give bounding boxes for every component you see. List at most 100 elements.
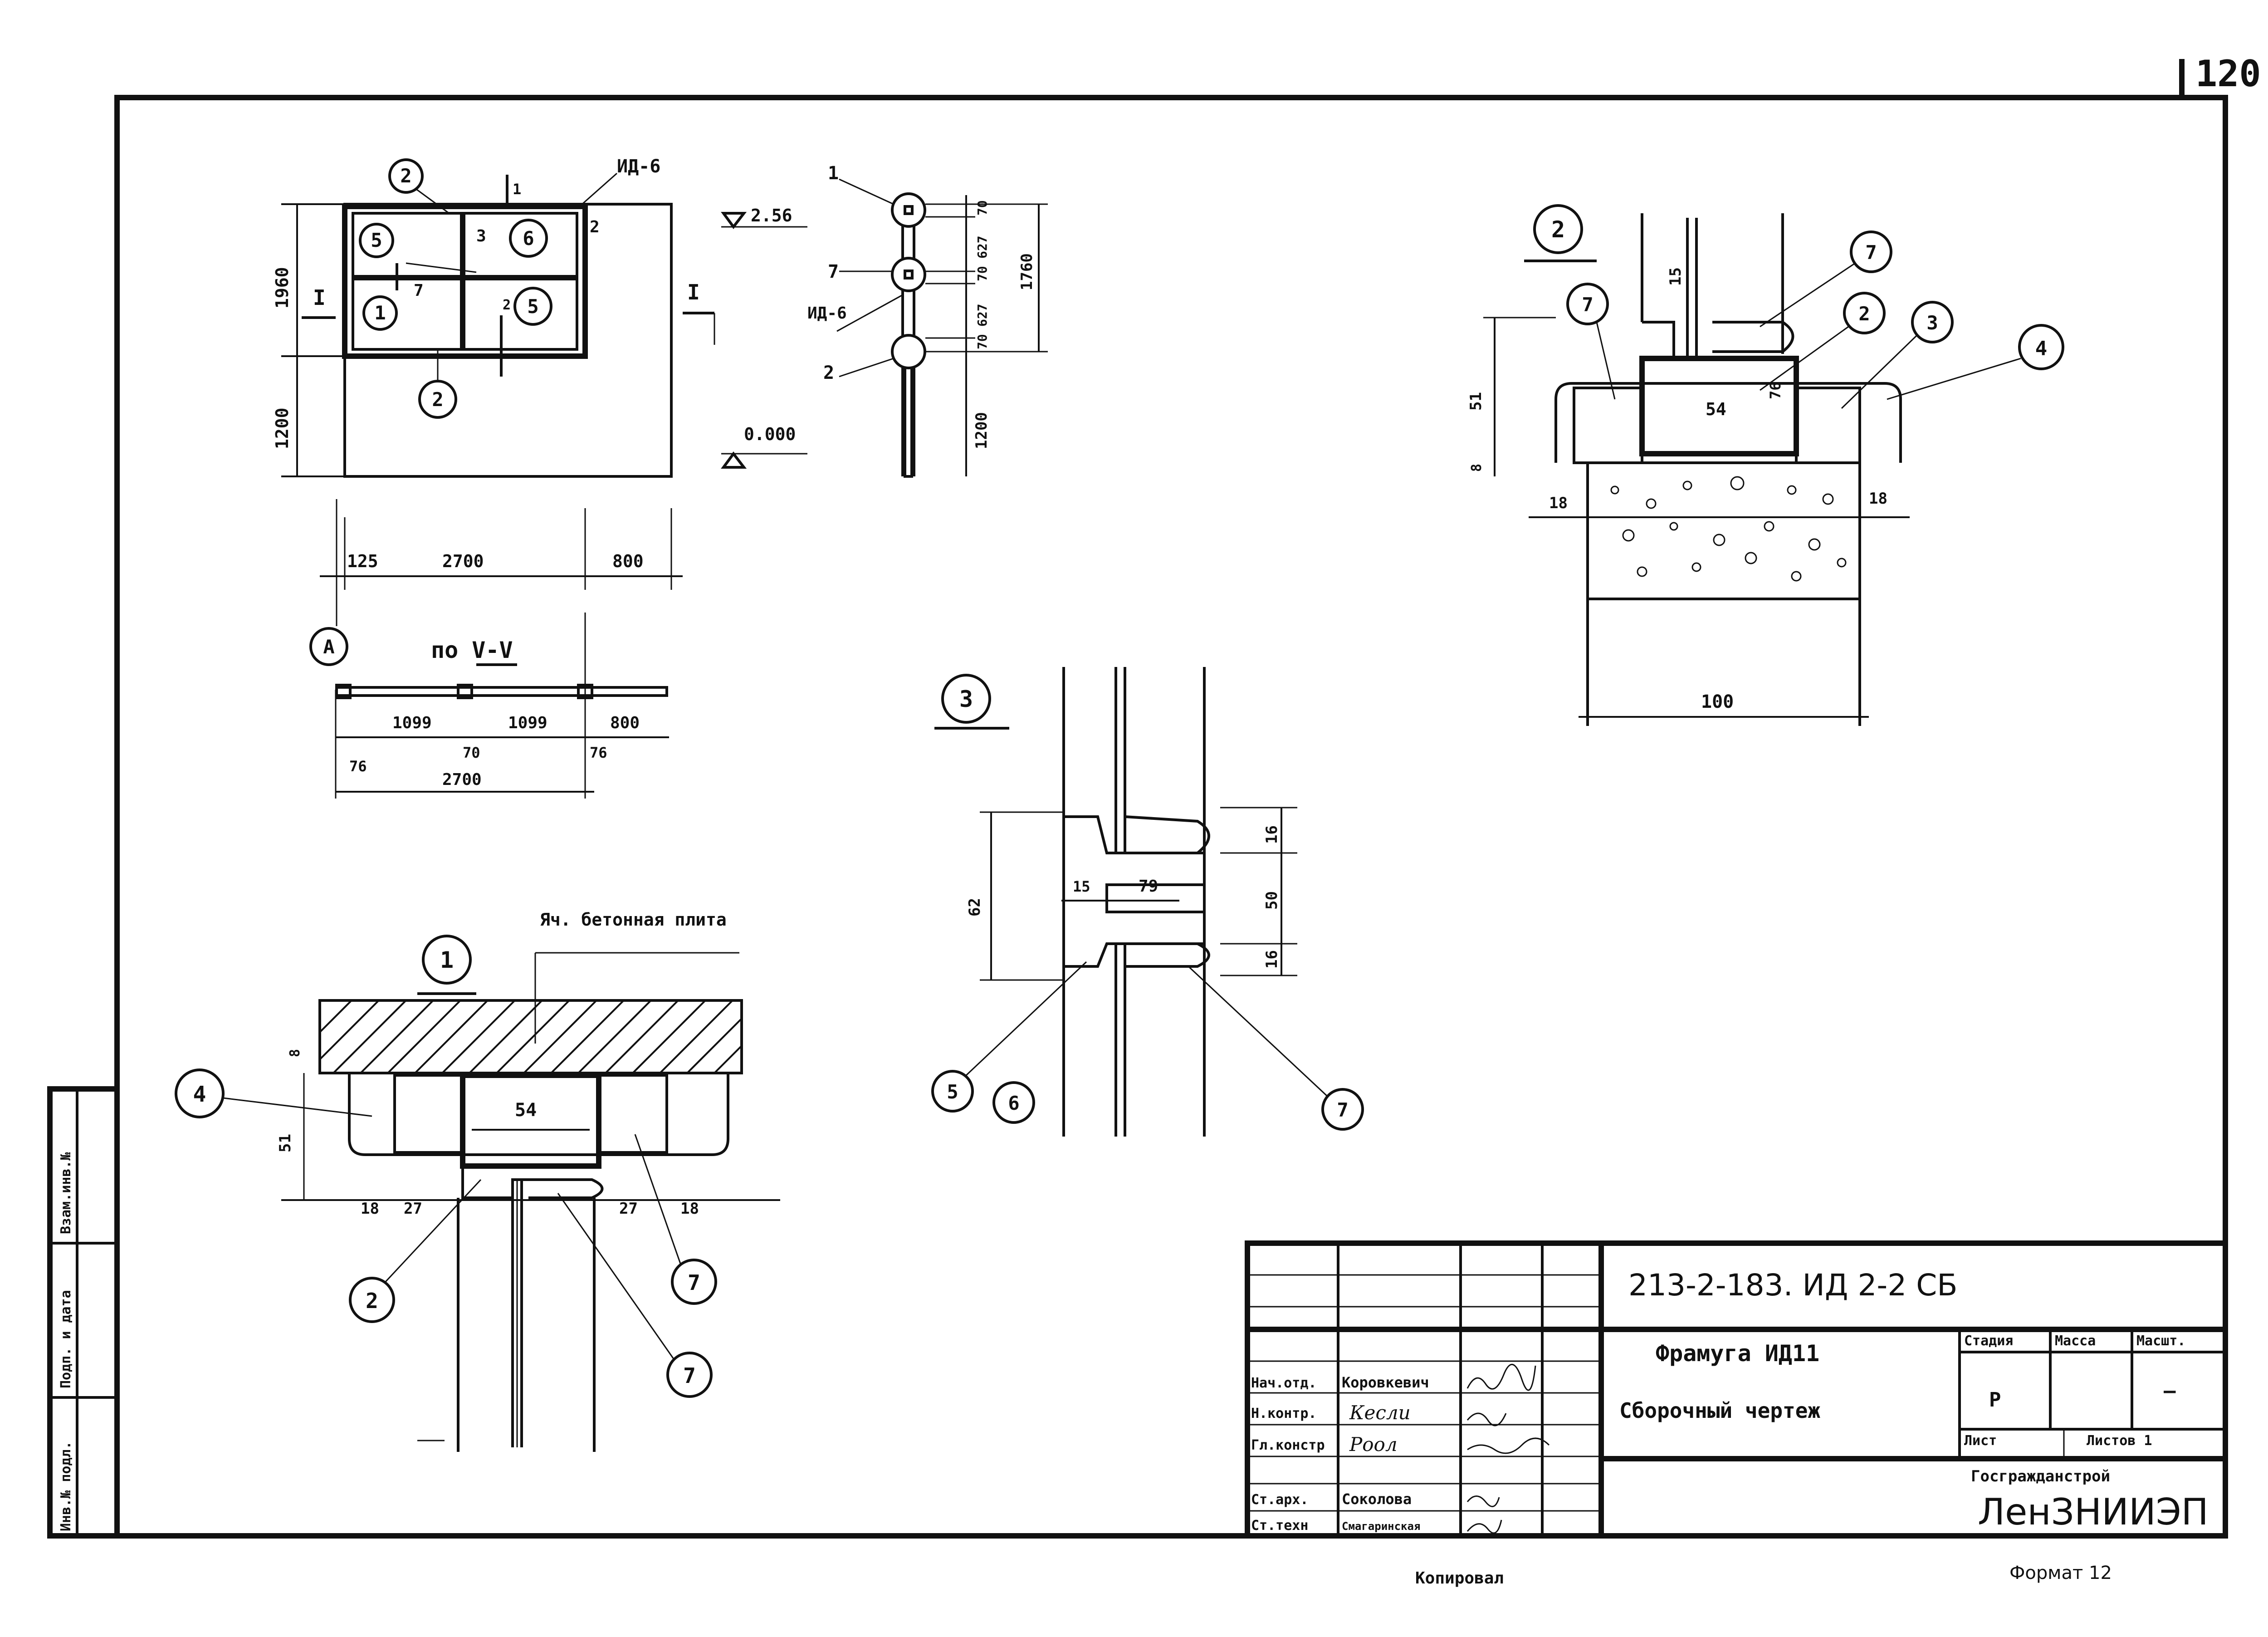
svg-text:16: 16: [1263, 950, 1281, 969]
callout-2-top: [388, 158, 424, 194]
detail-1-part-4: [175, 1068, 225, 1118]
svg-text:1200: 1200: [973, 412, 991, 449]
node-2: [891, 334, 926, 369]
dim-h-top: 1960: [272, 267, 292, 309]
svg-text:5: 5: [371, 229, 382, 251]
axis-A: [309, 627, 348, 666]
level-top: 2.56: [751, 206, 792, 225]
svg-text:627: 627: [975, 235, 990, 259]
svg-text:Ст.арх.: Ст.арх.: [1251, 1492, 1308, 1508]
svg-text:Смагаринская: Смагаринская: [1342, 1520, 1420, 1533]
section-mark-left: I: [313, 285, 326, 310]
detail-2-callout: [1533, 204, 1583, 254]
facade-view: 2 5 6 1 5 2 ИД-6 1 2 3 7 2 I I 1960 1200: [272, 156, 715, 799]
title-block: 213-2-183. ИД 2-2 СБ Фрамуга ИД11 Сбороч…: [1245, 1240, 2228, 1539]
detail-2-part-7a: [1850, 230, 1892, 273]
node-1: [891, 192, 926, 228]
svg-text:2700: 2700: [442, 770, 482, 789]
svg-text:1099: 1099: [508, 714, 547, 732]
svg-text:51: 51: [1467, 392, 1485, 411]
svg-text:54: 54: [1706, 399, 1726, 419]
side-stamp: Инв.№ подл. Подп. и дата Взам.инв.№: [47, 1086, 120, 1539]
svg-text:8: 8: [287, 1049, 303, 1057]
sheet-number: 120: [2195, 53, 2261, 95]
svg-text:800: 800: [610, 714, 640, 732]
svg-text:1760: 1760: [1018, 253, 1036, 290]
label-id6: ИД-6: [617, 156, 660, 177]
svg-text:Нач.отд.: Нач.отд.: [1251, 1375, 1317, 1391]
detail-3-callout: [941, 674, 991, 724]
drawing-name: Фрамуга ИД11: [1656, 1340, 1819, 1367]
detail-3-part-6: [992, 1081, 1035, 1124]
section-vv-title: по V-V: [431, 637, 513, 663]
svg-text:Н.контр.: Н.контр.: [1251, 1406, 1317, 1421]
svg-text:7: 7: [1337, 1099, 1348, 1121]
section-mark-right: I: [687, 280, 700, 304]
svg-text:76: 76: [1767, 382, 1784, 399]
svg-text:7: 7: [683, 1363, 696, 1388]
svg-text:5: 5: [947, 1081, 958, 1103]
svg-text:Ст.техн: Ст.техн: [1251, 1518, 1308, 1534]
svg-text:3: 3: [476, 227, 486, 245]
detail-2-part-2: [1843, 292, 1886, 334]
svg-text:4: 4: [193, 1082, 206, 1107]
svg-text:Листов 1: Листов 1: [2087, 1433, 2152, 1449]
detail-3-part-7: [1321, 1088, 1364, 1131]
svg-text:1099: 1099: [392, 714, 432, 732]
callout-5: [359, 223, 394, 258]
level-bottom: 0.000: [744, 424, 796, 444]
svg-text:18: 18: [680, 1200, 699, 1218]
signature-5: [1466, 1519, 1502, 1534]
signature-4: [1466, 1495, 1500, 1507]
svg-text:Лист: Лист: [1964, 1433, 1997, 1449]
svg-text:76: 76: [590, 744, 607, 761]
stamp-sign: Подп. и дата: [58, 1290, 74, 1388]
svg-text:Масса: Масса: [2055, 1333, 2096, 1349]
svg-text:3: 3: [959, 686, 973, 712]
footer-format: Формат 12: [2009, 1563, 2112, 1583]
svg-text:27: 27: [404, 1200, 422, 1218]
drawing-code: 213-2-183. ИД 2-2 СБ: [1628, 1268, 1958, 1303]
detail-2-part-7b: [1566, 283, 1609, 325]
svg-text:7: 7: [1582, 294, 1593, 316]
svg-text:6: 6: [1008, 1092, 1019, 1114]
svg-text:2: 2: [823, 363, 834, 383]
svg-text:Гл.констр: Гл.констр: [1251, 1437, 1325, 1453]
detail-1-note-1: Яч. бетонная плита: [540, 910, 727, 930]
svg-text:1: 1: [374, 302, 386, 324]
side-section-view: 1 7 ИД-6 2 2.56 0.000 70 627 70 627 70 1…: [721, 163, 1048, 478]
svg-text:—: —: [2164, 1379, 2176, 1402]
svg-text:51: 51: [276, 1134, 294, 1152]
detail-1: 1 Яч. бетонная плита 54 5: [175, 910, 780, 1452]
stamp-inv: Инв.№ подл.: [58, 1441, 74, 1531]
svg-text:2: 2: [432, 388, 443, 411]
svg-text:15: 15: [1667, 267, 1685, 286]
svg-text:18: 18: [361, 1200, 379, 1218]
detail-3: 3 16 50 16 62 15 79 5 6 7: [931, 667, 1364, 1137]
svg-text:3: 3: [1926, 312, 1938, 334]
svg-text:54: 54: [515, 1100, 537, 1121]
svg-text:ИД-6: ИД-6: [807, 304, 847, 323]
slab-hatch: [319, 1000, 743, 1074]
svg-text:Соколова: Соколова: [1342, 1490, 1412, 1508]
svg-text:4: 4: [2035, 337, 2048, 360]
detail-1-part-7b: [666, 1352, 713, 1398]
svg-text:2: 2: [590, 218, 600, 236]
svg-text:1: 1: [440, 947, 454, 973]
dim-w1: 125: [347, 551, 378, 571]
svg-text:8: 8: [1469, 464, 1485, 472]
dim-h-bottom: 1200: [272, 407, 292, 449]
svg-text:A: A: [323, 636, 334, 658]
svg-text:7: 7: [828, 261, 839, 282]
signature-2: [1466, 1412, 1507, 1426]
svg-text:7: 7: [1865, 241, 1877, 264]
org-name: ЛенЗНИИЭП: [1978, 1491, 2209, 1533]
concrete-fill: [1610, 476, 1847, 582]
svg-text:70: 70: [975, 266, 990, 281]
svg-text:627: 627: [975, 304, 990, 327]
svg-text:Кесли: Кесли: [1349, 1402, 1411, 1424]
drawing-subtitle: Сборочный чертеж: [1619, 1398, 1820, 1423]
sheet-frame: [114, 95, 2228, 1539]
svg-text:18: 18: [1549, 494, 1568, 512]
